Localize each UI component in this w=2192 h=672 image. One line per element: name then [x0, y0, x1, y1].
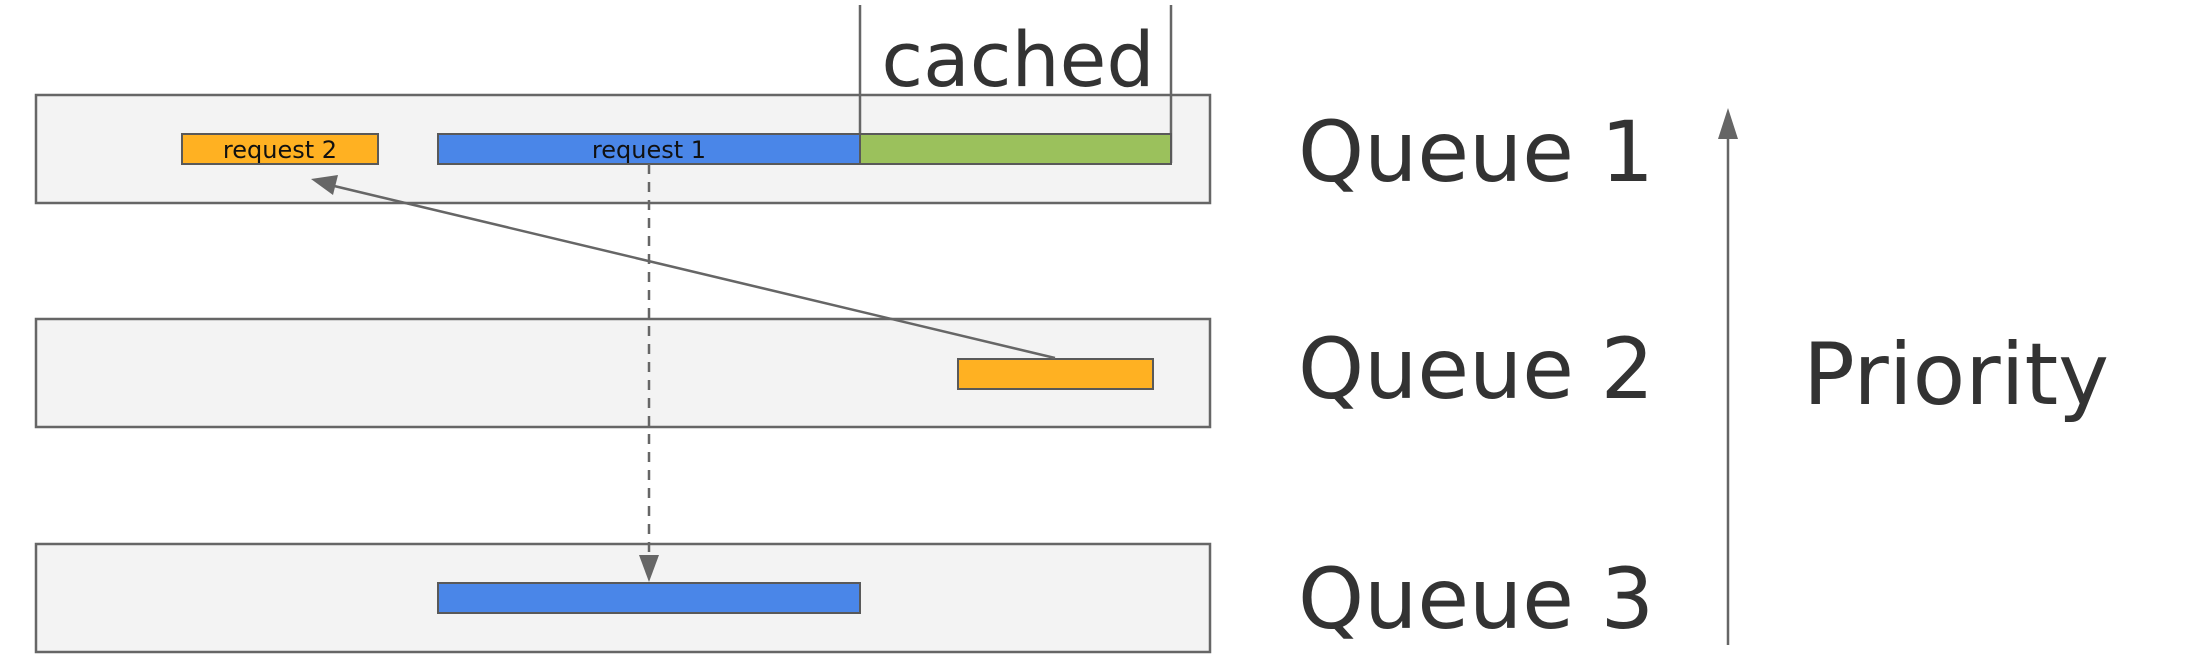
request-2-label: request 2 — [223, 136, 337, 164]
cached-bar — [859, 133, 1172, 165]
cached-label: cached — [881, 15, 1154, 104]
request-2-bar — [181, 133, 379, 165]
promotion-arrow-line — [329, 183, 1056, 360]
demotion-arrowhead — [639, 555, 659, 582]
request-1-bar-queue-3 — [437, 582, 861, 614]
queue-3-label: Queue 3 — [1298, 550, 1654, 648]
request-2-bar-queue-2 — [957, 358, 1154, 390]
priority-label: Priority — [1803, 325, 2109, 425]
queue-1-label: Queue 1 — [1298, 103, 1654, 201]
promotion-arrowhead — [311, 175, 338, 195]
priority-arrowhead — [1718, 108, 1738, 139]
request-1-label: request 1 — [592, 136, 706, 164]
queue-2-label: Queue 2 — [1298, 320, 1654, 418]
